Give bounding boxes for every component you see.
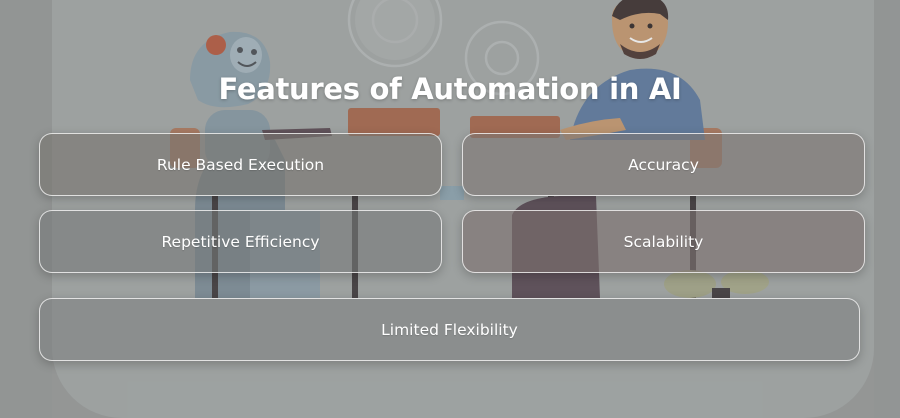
page-title: Features of Automation in AI [218, 72, 682, 106]
feature-card-limited-flexibility[interactable]: Limited Flexibility [39, 298, 860, 361]
feature-card-repetitive-efficiency[interactable]: Repetitive Efficiency [39, 210, 442, 273]
plant-illustration [664, 270, 769, 298]
feature-card-scalability[interactable]: Scalability [462, 210, 865, 273]
feature-card-label: Scalability [623, 232, 704, 251]
feature-card-label: Limited Flexibility [381, 320, 518, 339]
feature-card-label: Repetitive Efficiency [161, 232, 320, 251]
background-right [874, 0, 900, 418]
feature-card-label: Rule Based Execution [156, 155, 325, 174]
feature-card-label: Accuracy [628, 155, 699, 174]
feature-card-accuracy[interactable]: Accuracy [462, 133, 865, 196]
feature-card-rule-based-execution[interactable]: Rule Based Execution [39, 133, 442, 196]
gear-icon [355, 0, 435, 60]
